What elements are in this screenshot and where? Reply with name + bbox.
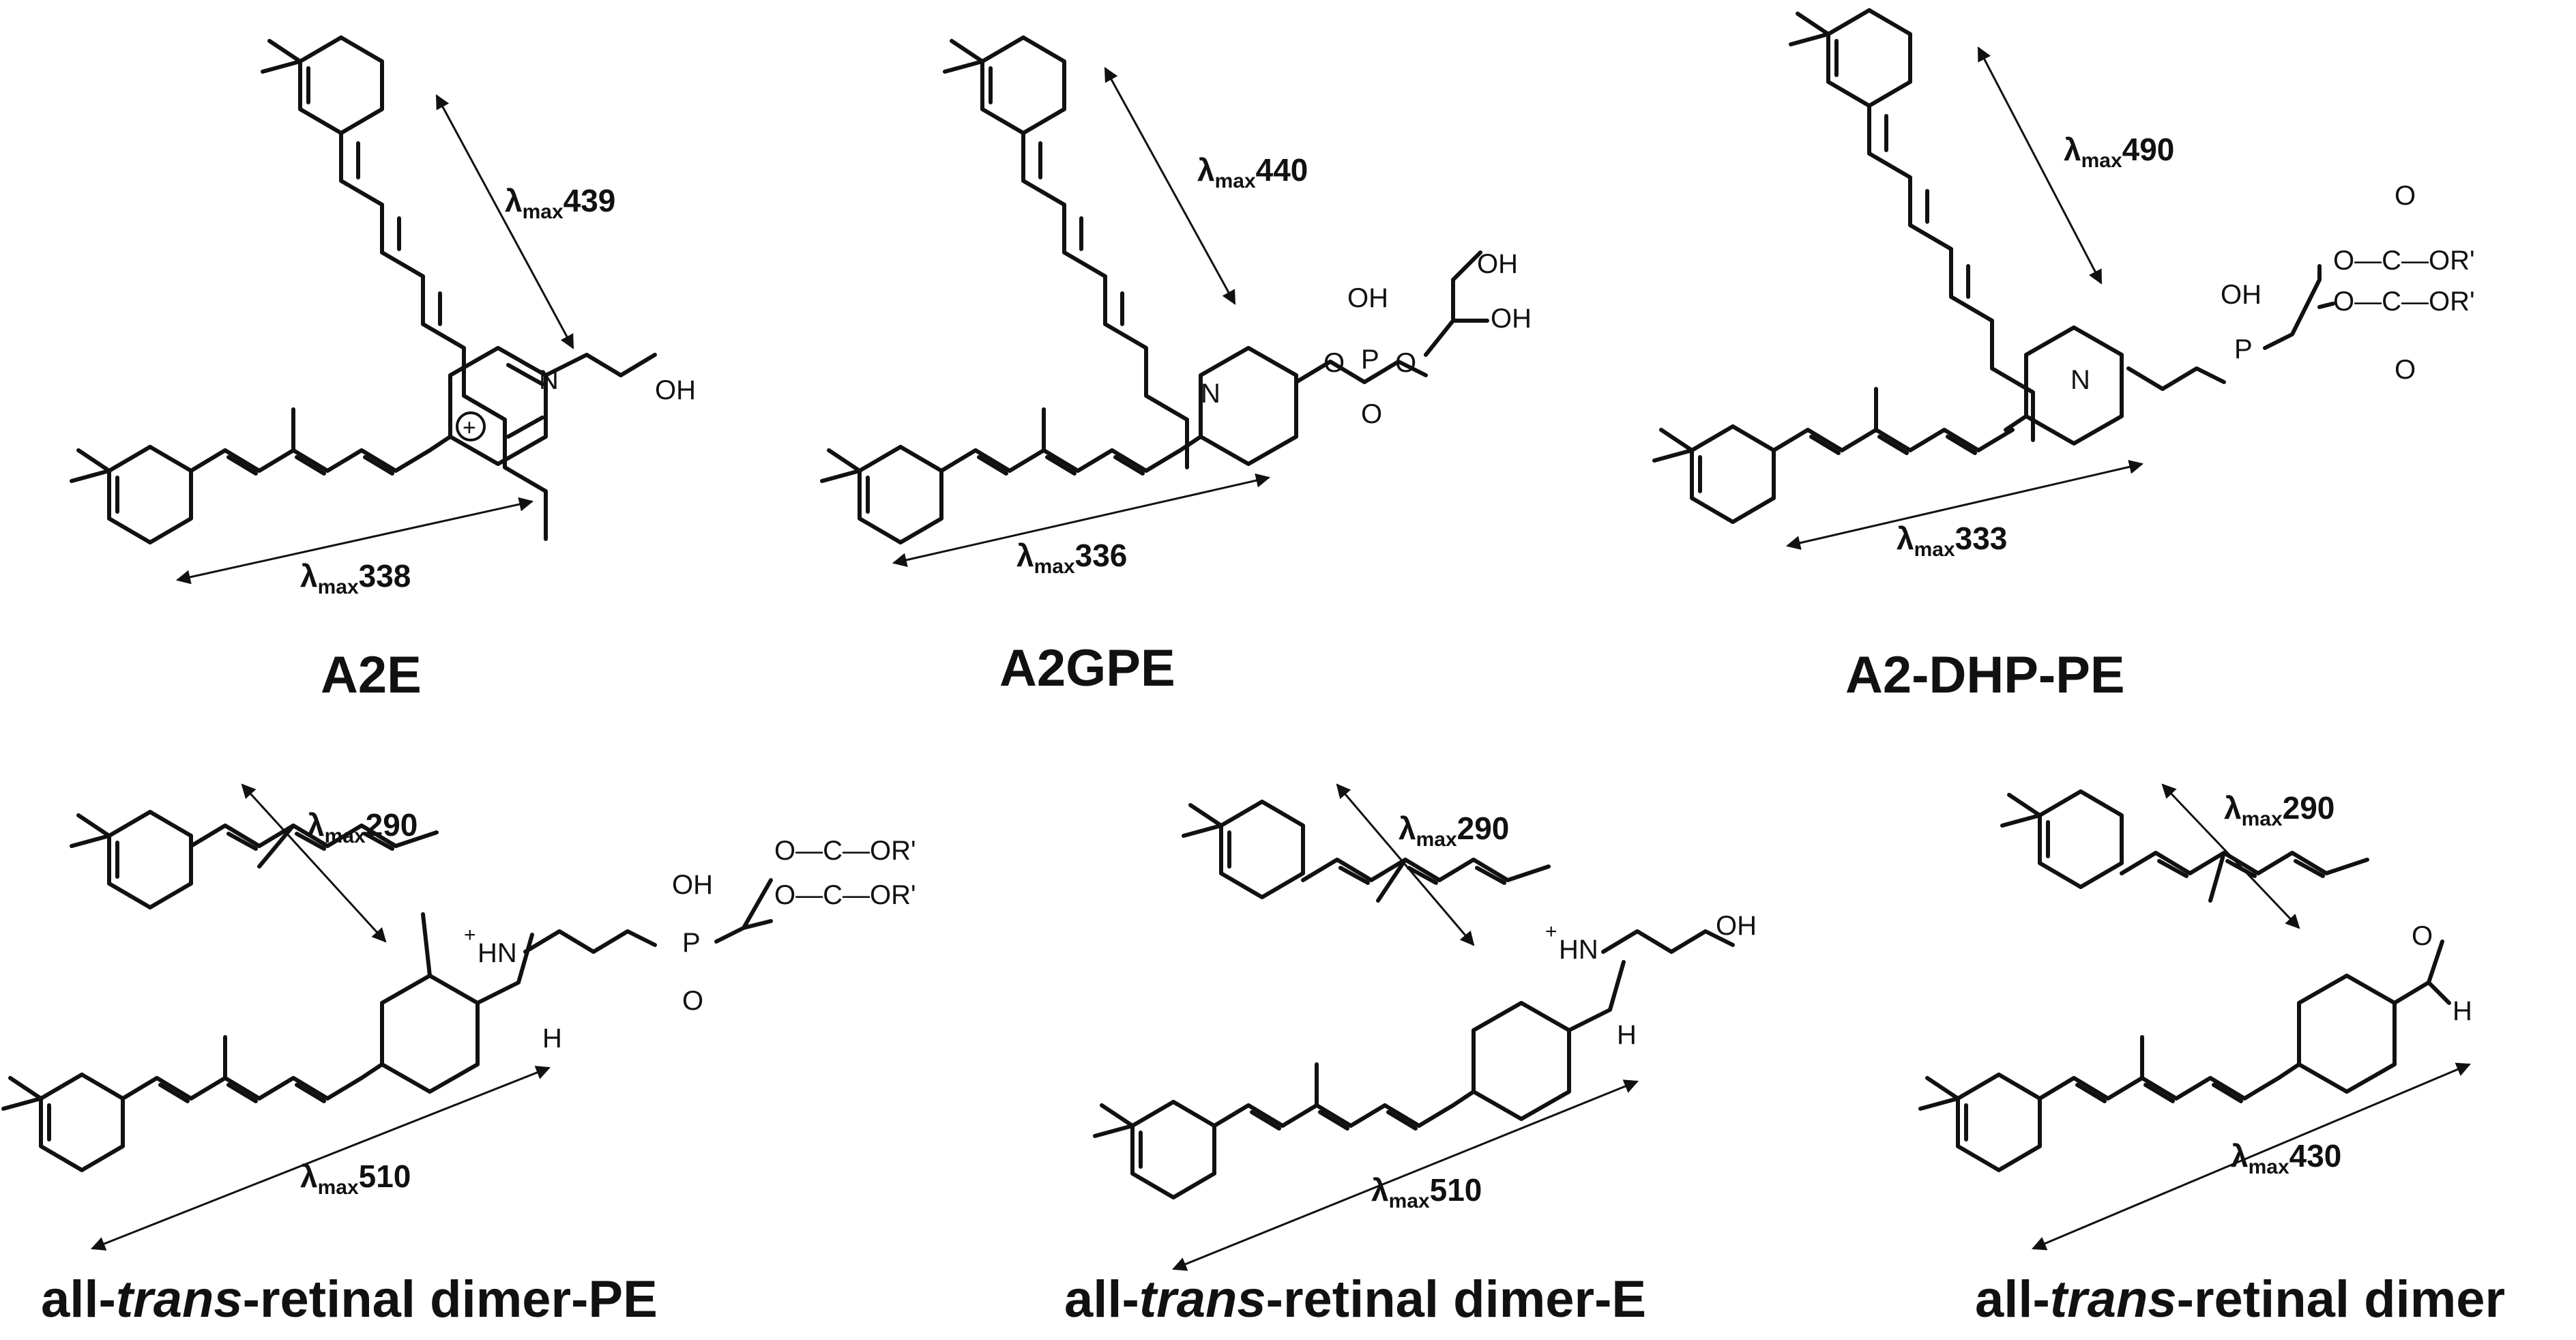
dimerpe-name: all-trans-retinal dimer-PE (41, 1270, 658, 1328)
dimer-aldehyde-h: H (2453, 996, 2472, 1026)
a2dhp-name: A2-DHP-PE (1845, 646, 2125, 704)
dimer-lambda-b: λmax430 (2231, 1138, 2341, 1178)
a2dhp-carbonyl-o2: O (2395, 355, 2416, 385)
compound-dimer-e: HN + H OH λmax290 λmax510 all-trans-reti… (1064, 783, 1757, 1328)
a2gpe-o3: O (1361, 399, 1382, 429)
compound-dimer: O H λmax290 λmax430 all-trans-retinal di… (1920, 783, 2505, 1328)
a2e-plus-sign: + (463, 415, 476, 441)
a2dhp-arrow-b (1785, 460, 2144, 550)
a2gpe-ring-bottom (822, 447, 941, 542)
dimer-arrow-b (2032, 1062, 2471, 1251)
dimere-plus: + (1545, 920, 1557, 943)
dimere-ring-bottom (1095, 1102, 1214, 1197)
a2e-chain-bottom (191, 409, 430, 474)
dimerpe-chain-bottom (123, 1037, 362, 1101)
dimere-arrow-a (1336, 783, 1475, 946)
dimer-ring-bottom (1920, 1075, 2040, 1170)
dimerpe-po-o: O (682, 986, 703, 1016)
compound-dimer-pe: HN + H P OH O O—C—OR' O—C—OR' λmax290 λm… (3, 783, 916, 1328)
dimere-lambda-b: λmax510 (1371, 1172, 1482, 1212)
a2e-ring-top (263, 38, 382, 133)
dimere-chain-bottom (1214, 1064, 1453, 1128)
a2e-lambda-b: λmax338 (300, 558, 411, 598)
a2dhp-arrow-a (1977, 46, 2103, 285)
a2e-n-atom: N (539, 365, 559, 395)
dimer-chain-bottom (2040, 1037, 2279, 1101)
dimerpe-plus: + (464, 924, 476, 946)
dimere-h: H (1617, 1020, 1637, 1050)
a2gpe-chain-bottom (941, 409, 1180, 474)
a2dhp-n-atom: N (2070, 365, 2090, 395)
compound-a2e: N OH + λmax439 λmax338 A2E (72, 38, 696, 704)
a2dhp-ester-2: O—C—OR' (2333, 287, 2475, 317)
dimere-arrow-b (1172, 1079, 1639, 1271)
a2e-arrow-b (175, 497, 534, 585)
a2gpe-p-atom: P (1361, 345, 1379, 375)
a2gpe-arrow-b (892, 473, 1271, 568)
a2dhp-lambda-a: λmax490 (2064, 132, 2174, 172)
a2gpe-oh1: OH (1347, 283, 1388, 313)
a2gpe-oh2: OH (1477, 249, 1518, 279)
a2dhp-lambda-b: λmax333 (1897, 521, 2007, 561)
a2gpe-n-atom: N (1201, 379, 1220, 409)
a2gpe-lambda-a: λmax440 (1197, 152, 1308, 192)
a2e-name: A2E (321, 646, 422, 704)
dimer-aldehyde-o: O (2412, 921, 2433, 951)
dimere-ring-top (1184, 802, 1303, 897)
dimere-name: all-trans-retinal dimer-E (1064, 1270, 1646, 1328)
a2dhp-chain-bottom (1774, 389, 2012, 453)
dimerpe-ester-1: O—C—OR' (774, 836, 916, 866)
a2gpe-name: A2GPE (999, 639, 1175, 697)
a2dhp-carbonyl-o1: O (2395, 181, 2416, 211)
dimer-name: all-trans-retinal dimer (1975, 1270, 2505, 1328)
dimer-ring-top (2002, 791, 2122, 887)
a2gpe-arrow-a (1104, 67, 1236, 305)
a2gpe-ring-top (945, 38, 1064, 133)
a2gpe-oh3: OH (1491, 304, 1532, 334)
dimer-arrow-a (2161, 783, 2300, 929)
dimerpe-p-atom: P (682, 928, 701, 958)
dimerpe-ring-bottom (3, 1075, 123, 1170)
dimerpe-h: H (542, 1023, 562, 1053)
a2dhp-oh: OH (2221, 280, 2262, 310)
a2e-arrow-a (435, 94, 574, 349)
a2e-ring-bottom (72, 447, 191, 542)
a2e-oh: OH (655, 375, 696, 405)
dimerpe-ester-2: O—C—OR' (774, 880, 916, 910)
a2dhp-ring-top (1791, 10, 1910, 106)
a2dhp-ester-1: O—C—OR' (2333, 246, 2475, 276)
dimere-hn: HN (1559, 935, 1598, 965)
a2dhp-ring-bottom (1654, 426, 1774, 522)
a2e-lambda-a: λmax439 (505, 183, 615, 223)
dimerpe-ring-top (72, 812, 191, 907)
dimerpe-oh: OH (672, 870, 713, 900)
compound-a2gpe: N P O O O OH OH OH λmax440 λmax336 A2GPE (822, 38, 1532, 697)
a2gpe-lambda-b: λmax336 (1016, 538, 1127, 578)
dimerpe-hn: HN (478, 938, 517, 968)
dimere-oh: OH (1716, 911, 1757, 941)
a2gpe-o1: O (1323, 348, 1345, 378)
dimerpe-arrow-a (241, 783, 387, 943)
dimere-lambda-a: λmax290 (1399, 811, 1509, 851)
a2dhp-p-atom: P (2234, 334, 2253, 364)
dimerpe-lambda-a: λmax290 (307, 807, 418, 847)
a2gpe-o2: O (1395, 348, 1416, 378)
compound-a2-dhp-pe: N P OH O—C—OR' O—C—OR' O O λmax490 λmax3… (1654, 10, 2475, 704)
dimerpe-lambda-b: λmax510 (300, 1159, 411, 1199)
dimer-lambda-a: λmax290 (2224, 790, 2334, 830)
a2e-positive-charge-icon (456, 411, 486, 441)
dimerpe-arrow-b (91, 1066, 551, 1251)
